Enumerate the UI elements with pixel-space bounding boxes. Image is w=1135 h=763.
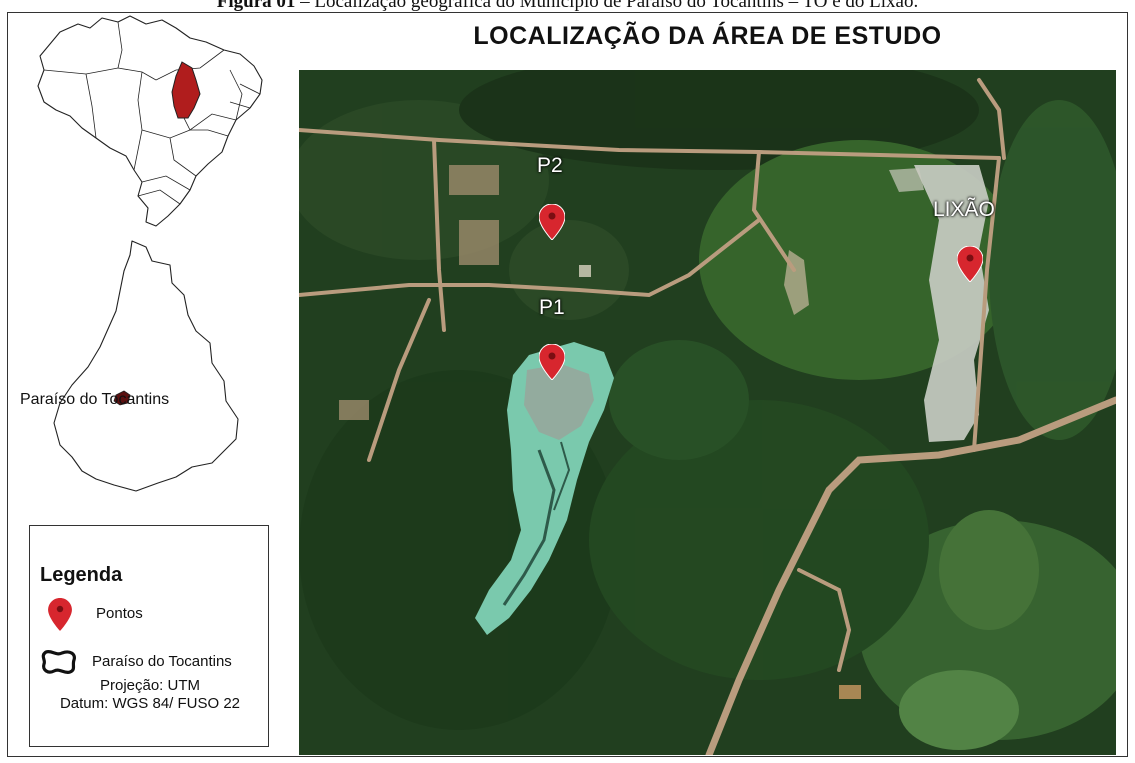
marker-label-lixao: LIXÃO <box>933 198 995 221</box>
map-pin-icon <box>48 598 72 631</box>
marker-label-p1: P1 <box>539 296 565 319</box>
figure-caption-prefix: Figura 01 <box>216 0 296 12</box>
brazil-inset-map <box>37 15 263 227</box>
tocantins-highlight <box>171 61 201 119</box>
p2-map-pin-icon[interactable] <box>539 204 565 240</box>
legend-item-boundary: Paraíso do Tocantins <box>40 646 265 678</box>
map-frame <box>7 12 1128 757</box>
legend-item-pontos: Pontos <box>40 598 265 631</box>
paraiso-do-tocantins-label: Paraíso do Tocantins <box>20 391 170 408</box>
lixao-map-pin-icon[interactable] <box>957 246 983 282</box>
legend-projection: Projeção: UTM <box>99 677 201 694</box>
map-title: LOCALIZAÇÃO DA ÁREA DE ESTUDO <box>473 22 942 50</box>
legend-projection-info: Projeção: UTM Datum: WGS 84/ FUSO 22 <box>30 677 270 713</box>
legend-item-label: Pontos <box>96 605 143 622</box>
satellite-image: P2 P1 LIXÃO <box>299 70 1116 755</box>
legend-datum: Datum: WGS 84/ FUSO 22 <box>59 695 241 712</box>
legend-item-label: Paraíso do Tocantins <box>92 653 232 670</box>
marker-label-p2: P2 <box>537 154 563 177</box>
p1-map-pin-icon[interactable] <box>539 344 565 380</box>
legend: Legenda Pontos Paraíso do Tocantins Proj… <box>29 525 269 747</box>
boundary-outline-icon <box>41 649 76 675</box>
figure-caption-text: – Localização geográfica do Município de… <box>295 0 919 12</box>
brazil-outline <box>37 15 263 227</box>
figure-caption: Figura 01 – Localização geográfica do Mu… <box>0 0 1135 13</box>
tocantins-outline <box>53 240 239 492</box>
tocantins-inset-map <box>53 240 239 492</box>
legend-title: Legenda <box>40 564 123 586</box>
municipality-marker <box>113 390 131 406</box>
